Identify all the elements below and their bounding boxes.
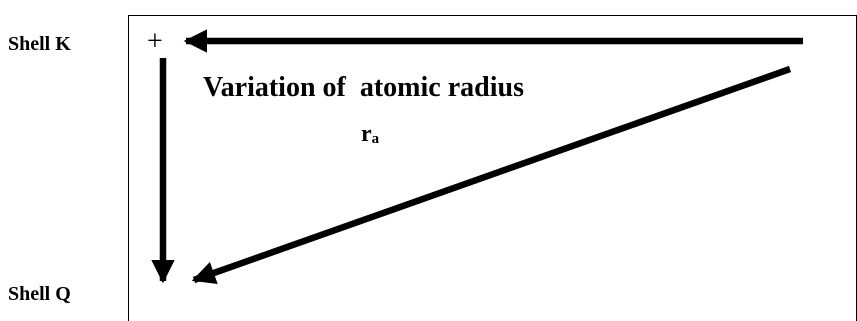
- shell-q-label: Shell Q: [8, 283, 71, 305]
- diagram-title: Variation of atomic radius: [203, 72, 524, 103]
- diagonal-arrow: [191, 65, 792, 285]
- shell-k-label: Shell K: [8, 33, 71, 55]
- atomic-radius-symbol: ra: [361, 121, 379, 148]
- symbol-subscript: a: [371, 131, 380, 147]
- symbol-main: r: [361, 121, 372, 147]
- origin-plus-mark: +: [147, 26, 163, 57]
